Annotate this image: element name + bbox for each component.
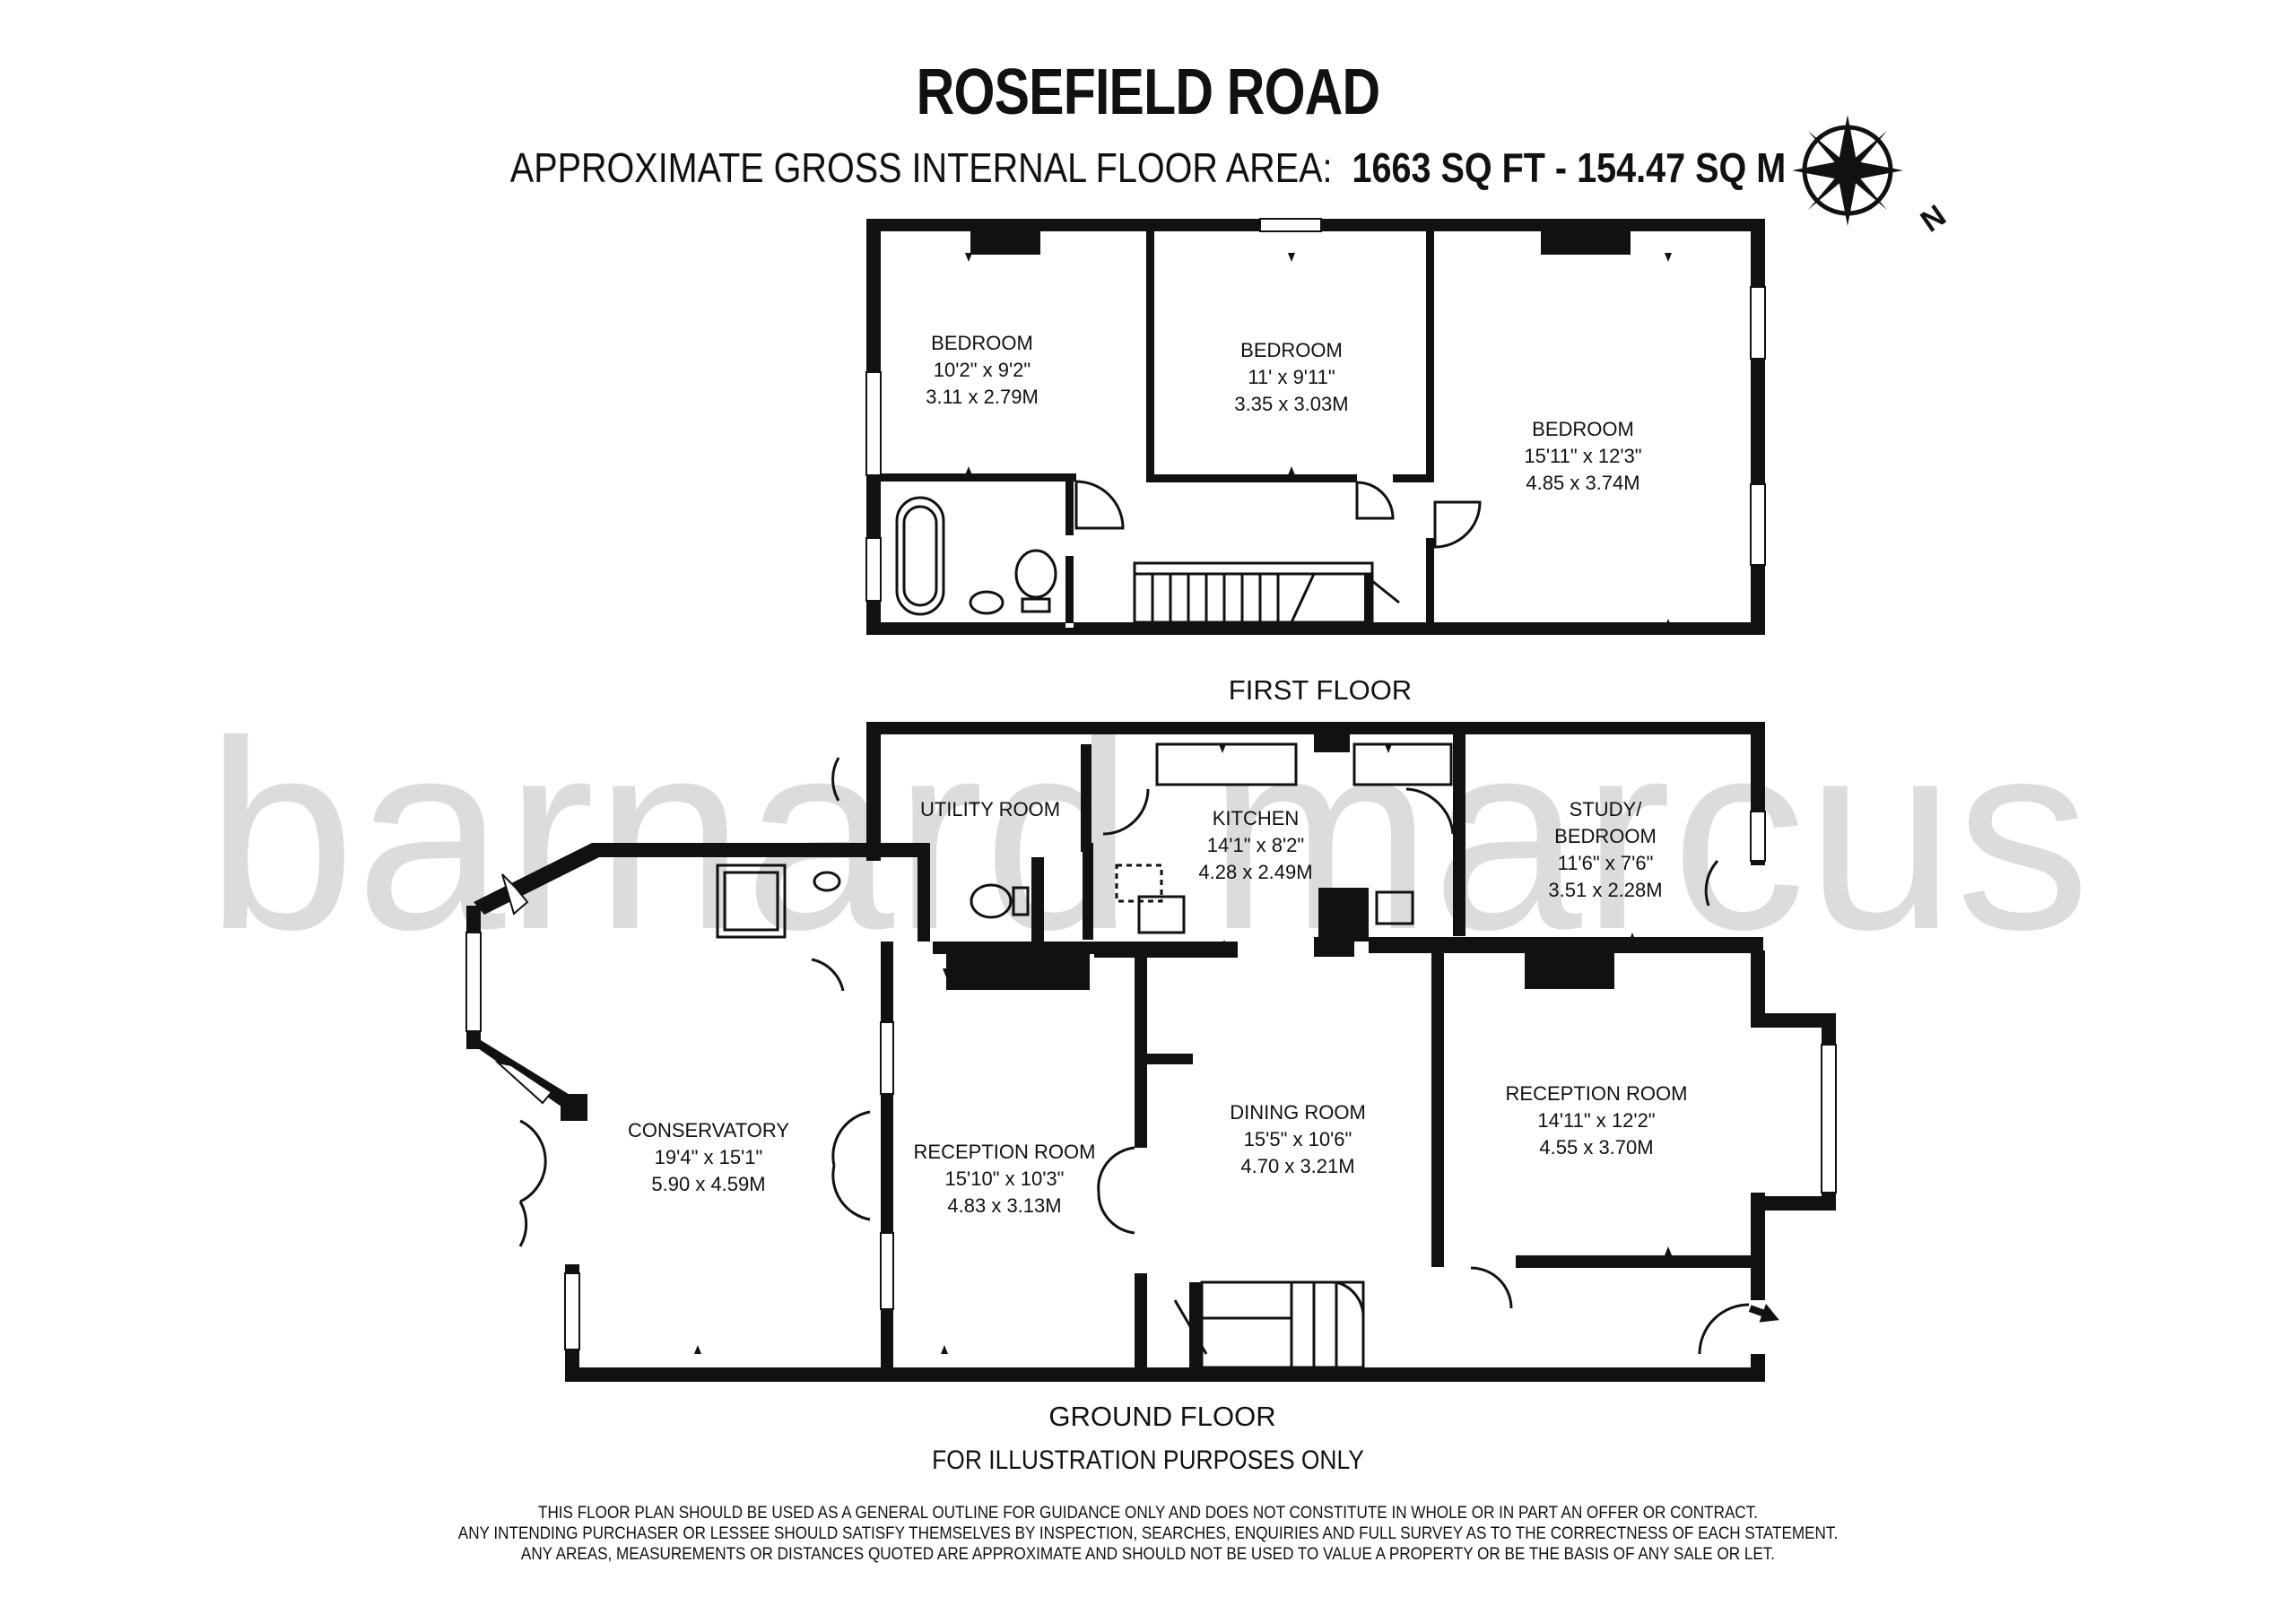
disclaimer-line-2: ANY INTENDING PURCHASER OR LESSEE SHOULD… [457, 1524, 1839, 1543]
study-imperial: 11'6" x 7'6" [1558, 852, 1654, 874]
study-metric: 3.51 x 2.28M [1548, 879, 1662, 901]
reception-room-1-metric: 4.83 x 3.13M [947, 1194, 1061, 1217]
conservatory-name: CONSERVATORY [628, 1119, 789, 1141]
first-floor-room-2-imperial: 11' x 9'11" [1248, 366, 1335, 388]
compass-north-label: N [1915, 198, 1952, 239]
reception-room-2-imperial: 14'11" x 12'2" [1537, 1109, 1655, 1132]
disclaimer: THIS FLOOR PLAN SHOULD BE USED AS A GENE… [115, 1503, 2181, 1565]
illustration-note: FOR ILLUSTRATION PURPOSES ONLY [932, 1445, 1364, 1475]
study-name-line1: STUDY/ [1570, 798, 1643, 820]
conservatory-metric: 5.90 x 4.59M [651, 1173, 765, 1195]
dining-room-name: DINING ROOM [1230, 1101, 1366, 1124]
first-floor-room-1-imperial: 10'2" x 9'2" [934, 359, 1031, 381]
floor-area-prefix: APPROXIMATE GROSS INTERNAL FLOOR AREA: [509, 144, 1333, 191]
conservatory-imperial: 19'4" x 15'1" [655, 1146, 763, 1168]
first-floor-room-3-name: BEDROOM [1532, 418, 1634, 440]
disclaimer-line-3: ANY AREAS, MEASUREMENTS OR DISTANCES QUO… [520, 1545, 1776, 1564]
study-name-line2: BEDROOM [1554, 825, 1657, 847]
dining-room-imperial: 15'5" x 10'6" [1244, 1128, 1352, 1150]
reception-room-1-imperial: 15'10" x 10'3" [945, 1167, 1065, 1190]
kitchen-imperial: 14'1" x 8'2" [1207, 834, 1304, 856]
first-floor-room-3-metric: 4.85 x 3.74M [1526, 472, 1639, 494]
kitchen-name: KITCHEN [1213, 807, 1300, 829]
ground-floor-label: GROUND FLOOR [1048, 1401, 1275, 1432]
first-floor-room-1-metric: 3.11 x 2.79M [926, 386, 1039, 408]
floor-area-value: 1663 SQ FT - 154.47 SQ M [1352, 144, 1787, 191]
first-floor-room-2-metric: 3.35 x 3.03M [1234, 393, 1348, 415]
ground-floor-plan [465, 722, 1837, 1382]
utility-room-name: UTILITY ROOM [920, 798, 1060, 820]
first-floor-label: FIRST FLOOR [1229, 674, 1412, 706]
reception-room-2-metric: 4.55 x 3.70M [1539, 1136, 1653, 1159]
compass-rose-icon: N [1792, 115, 1952, 239]
plan-title: ROSEFIELD ROAD [916, 56, 1380, 128]
reception-room-2-name: RECEPTION ROOM [1506, 1082, 1688, 1105]
reception-room-1-name: RECEPTION ROOM [914, 1141, 1096, 1163]
dining-room-metric: 4.70 x 3.21M [1240, 1155, 1354, 1177]
first-floor-room-1-name: BEDROOM [931, 332, 1033, 354]
first-floor-room-2-name: BEDROOM [1240, 339, 1343, 361]
first-floor-room-3-imperial: 15'11" x 12'3" [1524, 445, 1641, 467]
floor-area-line: APPROXIMATE GROSS INTERNAL FLOOR AREA: 1… [161, 143, 2135, 192]
first-floor-plan [865, 218, 1766, 635]
disclaimer-line-1: THIS FLOOR PLAN SHOULD BE USED AS A GENE… [537, 1504, 1759, 1523]
kitchen-metric: 4.28 x 2.49M [1198, 861, 1312, 883]
